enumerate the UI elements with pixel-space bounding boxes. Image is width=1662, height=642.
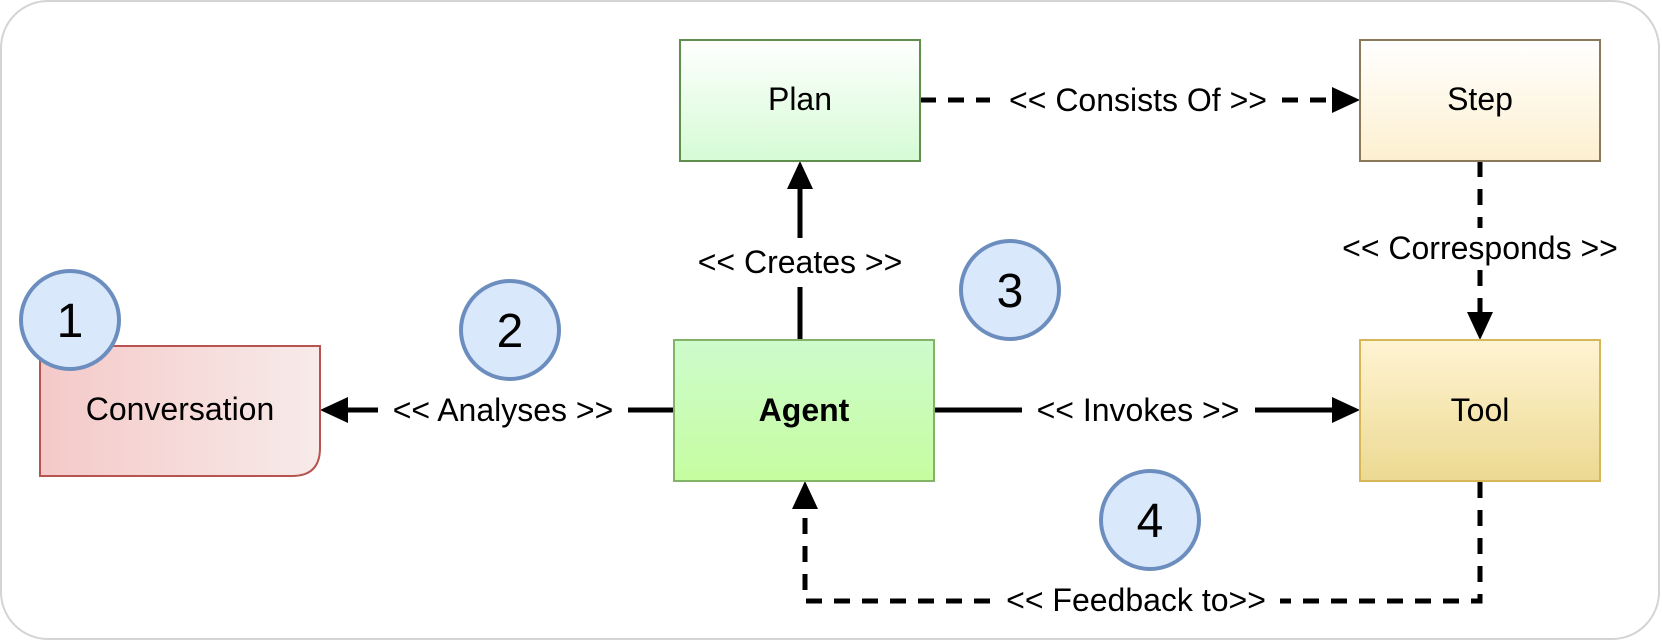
node-tool: Tool (1359, 339, 1601, 482)
edge-label-invokes: << Invokes >> (1037, 392, 1240, 428)
arrowhead-right-icon (1332, 397, 1360, 423)
node-label-step: Step (1447, 81, 1513, 117)
badge-number: 1 (57, 295, 84, 348)
node-label-agent: Agent (759, 392, 850, 428)
edge-label-consists-of: << Consists Of >> (1009, 82, 1267, 118)
node-agent: Agent (673, 339, 935, 482)
edge-consists-of: << Consists Of >> (920, 82, 1360, 118)
edge-corresponds: << Corresponds >> (1342, 161, 1618, 340)
arrowhead-down-icon (1467, 312, 1493, 340)
badge-number: 2 (497, 305, 524, 358)
badge-3: 3 (959, 239, 1061, 341)
edge-creates: << Creates >> (698, 161, 903, 339)
node-label-plan: Plan (768, 81, 832, 117)
node-step: Step (1359, 39, 1601, 162)
badge-4: 4 (1099, 469, 1201, 571)
node-label-tool: Tool (1451, 392, 1510, 428)
node-label-conversation: Conversation (86, 391, 275, 427)
node-plan: Plan (679, 39, 921, 162)
edge-label-corresponds: << Corresponds >> (1342, 230, 1618, 266)
edge-invokes: << Invokes >> (934, 392, 1360, 428)
edge-analyses: << Analyses >> (320, 392, 673, 428)
edge-label-analyses: << Analyses >> (393, 392, 614, 428)
arrowhead-left-icon (320, 397, 348, 423)
badge-number: 4 (1137, 495, 1164, 548)
arrowhead-up-icon (787, 161, 813, 189)
arrowhead-right-icon (1332, 87, 1360, 113)
badge-2: 2 (459, 279, 561, 381)
edge-label-feedback: << Feedback to>> (1006, 582, 1266, 618)
badge-1: 1 (19, 269, 121, 371)
badge-number: 3 (997, 265, 1024, 318)
edge-label-creates: << Creates >> (698, 244, 903, 280)
arrowhead-up-icon (792, 481, 818, 509)
node-conversation: Conversation (39, 345, 321, 477)
edge-feedback: << Feedback to>> (792, 481, 1483, 618)
